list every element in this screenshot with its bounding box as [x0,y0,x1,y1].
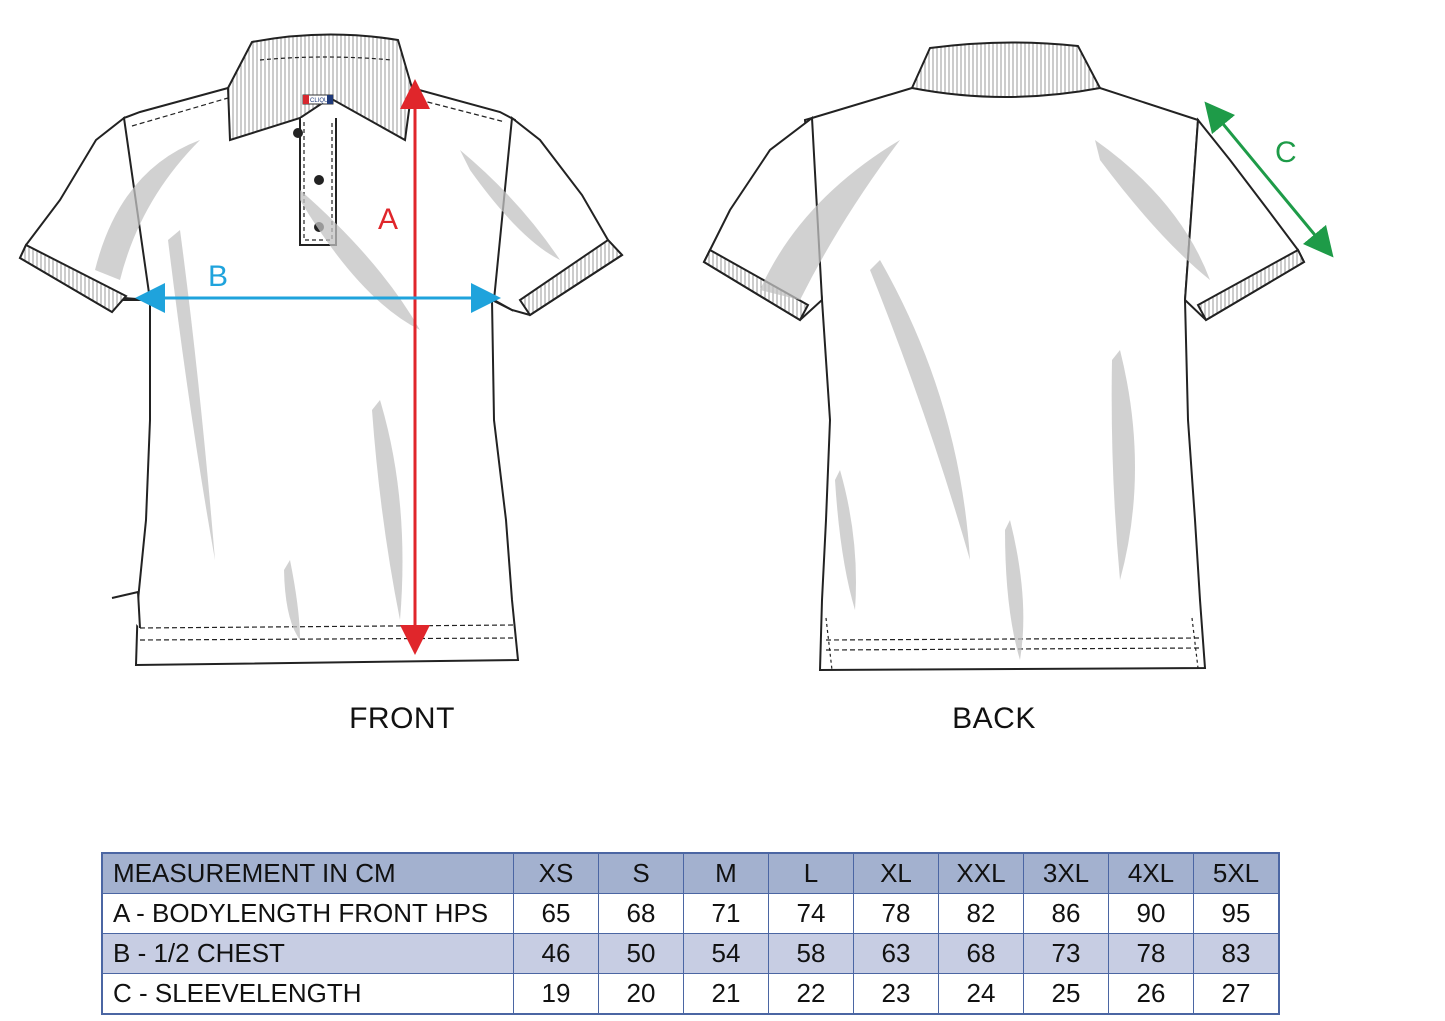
table-cell: 50 [598,933,684,974]
table-cell: 68 [938,933,1024,974]
table-cell: 24 [938,973,1024,1015]
table-row-sleevelength: C - SLEEVELENGTH 19 20 21 22 23 24 25 26… [101,973,1280,1015]
front-view-label: FRONT [349,702,455,735]
garment-illustration: A B C CLIQUE [18,33,1334,672]
table-row-chest: B - 1/2 CHEST 46 50 54 58 63 68 73 78 83 [101,933,1280,974]
marker-a-label: A [378,203,398,236]
size-header-5xl: 5XL [1193,852,1280,894]
size-table-header-row: MEASUREMENT IN CM XS S M L XL XXL 3XL 4X… [101,852,1280,894]
table-cell: 22 [768,973,854,1015]
size-header-4xl: 4XL [1108,852,1194,894]
marker-c-label: C [1275,136,1297,169]
table-cell: 65 [513,893,599,934]
size-header-m: M [683,852,769,894]
table-cell: 95 [1193,893,1280,934]
table-cell: 68 [598,893,684,934]
back-shading [760,140,1210,660]
row-label: B - 1/2 CHEST [101,933,514,974]
table-cell: 78 [853,893,939,934]
back-shirt [702,41,1306,672]
marker-b-label: B [208,260,228,293]
table-cell: 83 [1193,933,1280,974]
row-label: C - SLEEVELENGTH [101,973,514,1015]
table-cell: 58 [768,933,854,974]
table-row-bodylength: A - BODYLENGTH FRONT HPS 65 68 71 74 78 … [101,893,1280,934]
table-cell: 26 [1108,973,1194,1015]
brand-tag-text: CLIQUE [310,98,332,104]
brand-tag [302,94,334,105]
table-cell: 74 [768,893,854,934]
table-cell: 46 [513,933,599,974]
row-label: A - BODYLENGTH FRONT HPS [101,893,514,934]
size-table: MEASUREMENT IN CM XS S M L XL XXL 3XL 4X… [101,852,1280,1015]
measurement-header: MEASUREMENT IN CM [101,852,514,894]
table-cell: 19 [513,973,599,1015]
size-header-l: L [768,852,854,894]
table-cell: 27 [1193,973,1280,1015]
size-header-xs: XS [513,852,599,894]
table-cell: 82 [938,893,1024,934]
table-cell: 54 [683,933,769,974]
size-header-xl: XL [853,852,939,894]
size-header-xxl: XXL [938,852,1024,894]
size-header-3xl: 3XL [1023,852,1109,894]
table-cell: 25 [1023,973,1109,1015]
back-view-label: BACK [952,702,1036,735]
table-cell: 73 [1023,933,1109,974]
measurement-c-arrow [1204,101,1334,258]
table-cell: 20 [598,973,684,1015]
table-cell: 86 [1023,893,1109,934]
size-header-s: S [598,852,684,894]
table-cell: 78 [1108,933,1194,974]
table-cell: 90 [1108,893,1194,934]
table-cell: 63 [853,933,939,974]
table-cell: 21 [683,973,769,1015]
table-cell: 23 [853,973,939,1015]
table-cell: 71 [683,893,769,934]
front-shirt [18,33,624,667]
